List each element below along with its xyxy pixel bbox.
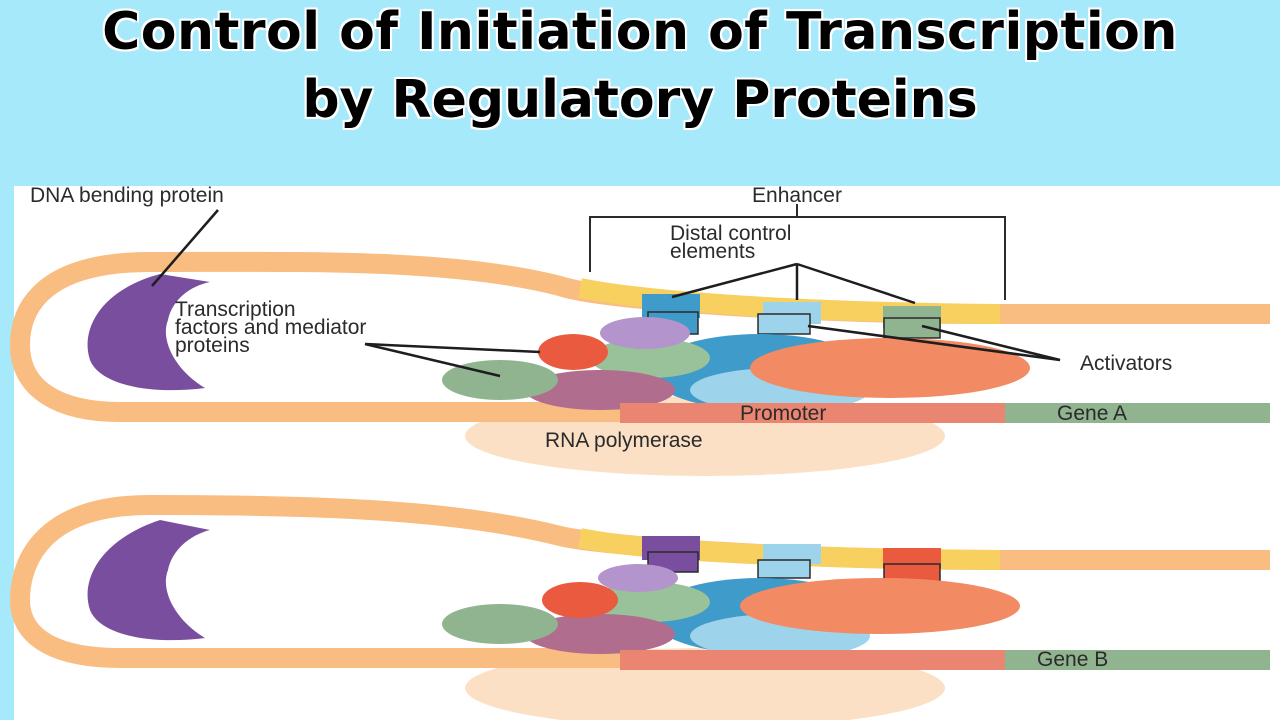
mediator-green-large-b (442, 604, 558, 644)
label-tf-2: factors and mediator (175, 316, 366, 339)
label-gene-a: Gene A (1057, 402, 1127, 425)
gene-b-bar (1005, 650, 1270, 670)
enhancer-bracket (589, 204, 1006, 300)
activator-orange (750, 338, 1030, 398)
promoter-bar-b (620, 650, 1005, 670)
mediator-mauve-b (525, 614, 675, 654)
gene-a-diagram: DNA bending protein Enhancer Distal cont… (9, 184, 1270, 476)
label-distal-1: Distal control (670, 222, 791, 245)
mediator-lilac-b (598, 564, 678, 592)
activator-box-2 (757, 313, 811, 335)
mediator-mauve (525, 370, 675, 410)
mediator-red (538, 334, 608, 370)
mediator-green-b (590, 582, 710, 622)
activator-box-b2 (757, 559, 811, 579)
label-enhancer: Enhancer (752, 184, 842, 207)
distal-element-b2 (763, 544, 821, 564)
label-rna-polymerase: RNA polymerase (545, 429, 703, 452)
title-line-2: by Regulatory Proteins (302, 70, 978, 130)
mediator-green (590, 338, 710, 378)
label-distal-2: elements (670, 240, 755, 263)
dna-bending-protein-shape (87, 274, 210, 391)
gene-a-bar (1005, 403, 1270, 423)
label-gene-b: Gene B (1037, 648, 1108, 671)
title-line-1: Control of Initiation of Transcription (102, 2, 1178, 62)
distal-element-b3 (883, 548, 941, 568)
gene-b-diagram: Gene B (9, 494, 1270, 720)
mediator-red-b (542, 582, 618, 618)
pointer-lines (151, 209, 1061, 378)
label-tf-3: proteins (175, 334, 250, 357)
mediator-lilac (600, 317, 690, 349)
activator-box-3 (883, 317, 941, 339)
dna-bending-protein-shape-b (87, 520, 210, 641)
activator-orange-b (740, 578, 1020, 634)
label-dna-bending-protein: DNA bending protein (30, 184, 224, 207)
promoter-bar (620, 403, 1005, 423)
label-activators: Activators (1080, 352, 1172, 375)
label-tf-1: Transcription (175, 298, 296, 321)
label-promoter: Promoter (740, 402, 826, 425)
